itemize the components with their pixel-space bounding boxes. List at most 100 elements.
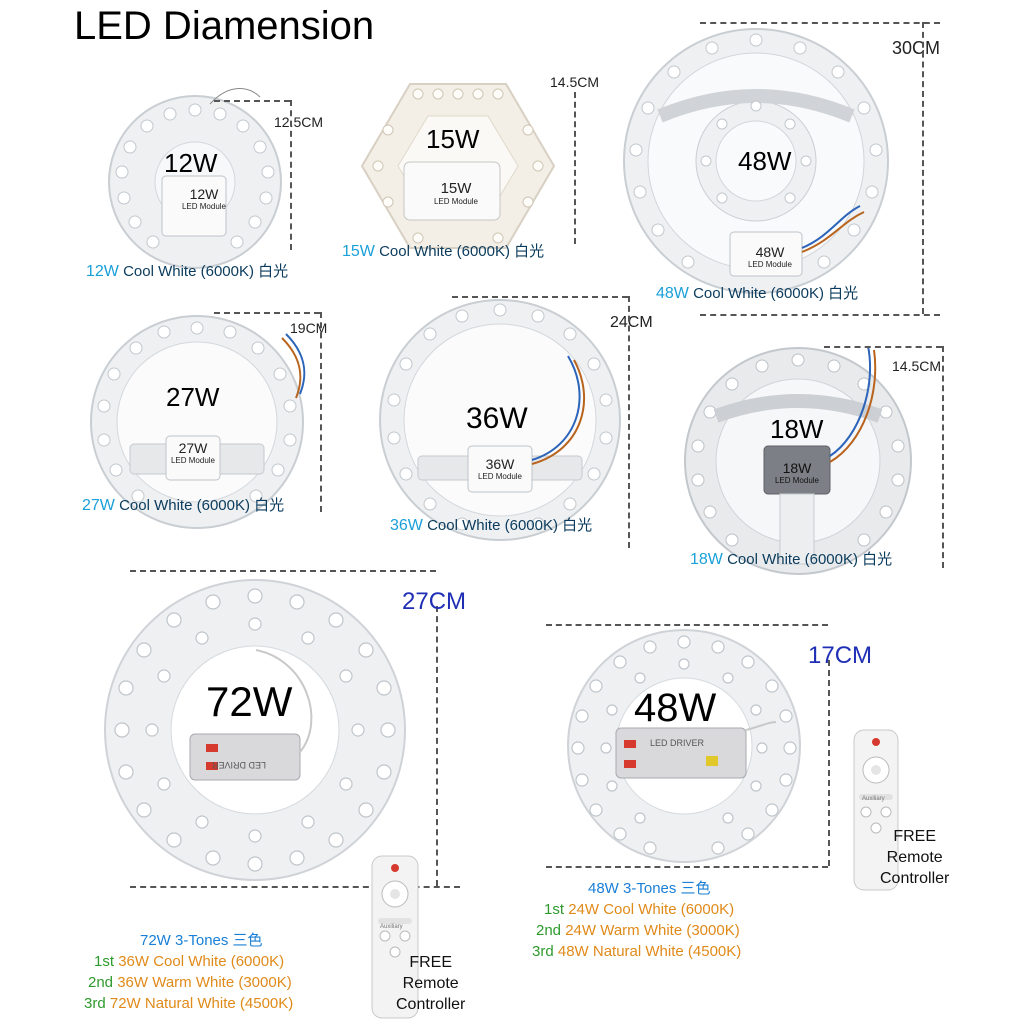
module-36w-dimension: 24CM	[610, 314, 653, 331]
large48-dim-line-top	[546, 624, 828, 626]
large72-spec-line-3-val: 72W Natural White (4500K)	[109, 995, 294, 1012]
module-48w-watt: 48W	[738, 146, 792, 176]
module-48w-dimension: 30CM	[892, 38, 941, 58]
module-18w-watt: 18W	[770, 414, 824, 444]
large72-remote-image	[370, 854, 420, 1020]
large72-dim-line-bottom	[130, 886, 460, 888]
module-27w-driver-module: LED Module	[170, 456, 216, 465]
module-27w-image	[86, 314, 308, 530]
module-48w-dim-line-bottom	[700, 314, 940, 316]
large72-spec-line-3: 3rd 72W Natural White (4500K)	[84, 993, 293, 1014]
page-title: LED Diamension	[74, 4, 375, 48]
module-27w-driver-label: 27W LED Module	[166, 440, 220, 465]
large48-image	[562, 629, 806, 863]
large48-spec-line-2-ord: 2nd	[536, 922, 562, 939]
large48-remote-image	[852, 728, 900, 892]
module-12w-driver-watt: 12W	[189, 186, 219, 202]
module-12w-caption-text: Cool White (6000K)	[123, 263, 254, 280]
module-48w-dim-line-side	[922, 22, 924, 314]
large48-spec: 48W 3-Tones 三色 1st 24W Cool White (6000K…	[532, 878, 741, 962]
large48-spec-line-2-val: 24W Warm White (3000K)	[565, 922, 740, 939]
module-15w-driver-label: 15W LED Module	[420, 180, 492, 206]
module-48w-caption-watt: 48W	[656, 285, 689, 302]
large48-spec-header: 48W 3-Tones 三色	[588, 880, 711, 897]
large72-driver-label: LED DRIVER	[212, 760, 267, 770]
module-27w-caption-watt: 27W	[82, 497, 115, 514]
module-18w-caption: 18W Cool White (6000K) 白光	[690, 548, 892, 569]
large72-spec-line-2-ord: 2nd	[88, 974, 114, 991]
large48-remote-label: Auxiliary	[862, 796, 885, 802]
large48-spec-line-3: 3rd 48W Natural White (4500K)	[532, 941, 741, 962]
module-12w-image	[100, 88, 290, 272]
module-12w-caption-cn: 白光	[258, 263, 289, 280]
large72-spec-line-2: 2nd 36W Warm White (3000K)	[84, 972, 293, 993]
module-18w-dim-line-side	[942, 346, 944, 568]
module-36w-caption-cn: 白光	[562, 517, 593, 534]
module-15w-caption-cn: 白光	[514, 243, 545, 260]
large72-dim-line-top	[130, 570, 436, 572]
module-27w-dim-line-top	[214, 312, 320, 314]
module-18w-dimension: 14.5CM	[892, 358, 942, 374]
module-36w-driver-watt: 36W	[485, 456, 515, 472]
large48-spec-line-3-ord: 3rd	[532, 943, 554, 960]
large72-spec-line-3-ord: 3rd	[84, 995, 106, 1012]
module-36w-driver-label: 36W LED Module	[468, 456, 532, 481]
large48-watt: 48W	[634, 686, 717, 730]
large48-dim-line-side	[828, 660, 830, 866]
module-15w-caption: 15W Cool White (6000K) 白光	[342, 240, 544, 261]
module-48w-driver-label: 48W LED Module	[734, 244, 806, 269]
large72-spec-line-1: 1st 36W Cool White (6000K)	[84, 951, 293, 972]
large72-spec: 72W 3-Tones 三色 1st 36W Cool White (6000K…	[84, 930, 293, 1014]
module-15w-dim-line-side	[574, 92, 576, 244]
module-48w-dim-line-top	[700, 22, 940, 24]
large72-spec-line-2-val: 36W Warm White (3000K)	[117, 974, 292, 991]
large48-spec-line-2: 2nd 24W Warm White (3000K)	[532, 920, 741, 941]
module-18w-driver-module: LED Module	[774, 476, 820, 485]
module-15w-caption-text: Cool White (6000K)	[379, 243, 510, 260]
large72-dim-line-side	[436, 606, 438, 886]
module-36w-caption: 36W Cool White (6000K) 白光	[390, 514, 592, 535]
module-15w-caption-watt: 15W	[342, 243, 375, 260]
module-48w-caption-text: Cool White (6000K)	[693, 285, 824, 302]
large72-watt: 72W	[206, 678, 293, 725]
module-27w-caption: 27W Cool White (6000K) 白光	[82, 494, 284, 515]
module-12w-caption: 12W Cool White (6000K) 白光	[86, 260, 288, 281]
module-36w-caption-text: Cool White (6000K)	[427, 517, 558, 534]
large48-spec-line-3-val: 48W Natural White (4500K)	[557, 943, 742, 960]
large48-spec-line-1-val: 24W Cool White (6000K)	[568, 901, 735, 918]
large72-free-remote: FREE Remote Controller	[396, 952, 465, 1015]
module-15w-driver-module: LED Module	[433, 197, 479, 206]
large72-free-line-1: FREE	[409, 954, 453, 971]
module-12w-dim-line-top	[214, 100, 290, 102]
module-18w-caption-cn: 白光	[862, 551, 893, 568]
module-36w-driver-module: LED Module	[477, 472, 523, 481]
large72-spec-header: 72W 3-Tones 三色	[140, 932, 263, 949]
module-36w-dim-line-top	[452, 296, 628, 298]
module-18w-driver-label: 18W LED Module	[764, 460, 830, 485]
module-12w-dimension: 12.5CM	[274, 114, 324, 130]
module-48w-image	[620, 26, 892, 296]
module-36w-image	[378, 296, 622, 544]
module-27w-watt: 27W	[166, 382, 220, 412]
large72-spec-line-1-ord: 1st	[94, 953, 115, 970]
large72-image	[96, 579, 414, 881]
module-18w-image	[680, 345, 916, 576]
module-12w-watt: 12W	[164, 148, 218, 178]
module-48w-caption: 48W Cool White (6000K) 白光	[656, 282, 858, 303]
module-15w-image	[358, 80, 558, 252]
module-36w-caption-watt: 36W	[390, 517, 423, 534]
module-15w-driver-watt: 15W	[440, 180, 472, 197]
module-18w-driver-watt: 18W	[782, 460, 812, 476]
large48-free-line-2: Remote	[886, 849, 943, 866]
large48-free-line-3: Controller	[880, 870, 950, 887]
large48-dimension: 17CM	[808, 642, 873, 669]
module-27w-caption-text: Cool White (6000K)	[119, 497, 250, 514]
module-48w-driver-module: LED Module	[747, 260, 793, 269]
module-12w-caption-watt: 12W	[86, 263, 119, 280]
module-12w-driver-module: LED Module	[181, 202, 227, 211]
large48-spec-line-1: 1st 24W Cool White (6000K)	[532, 899, 741, 920]
module-27w-caption-cn: 白光	[254, 497, 285, 514]
large72-spec-line-1-val: 36W Cool White (6000K)	[118, 953, 285, 970]
module-48w-caption-cn: 白光	[828, 285, 859, 302]
module-36w-watt: 36W	[466, 402, 528, 435]
